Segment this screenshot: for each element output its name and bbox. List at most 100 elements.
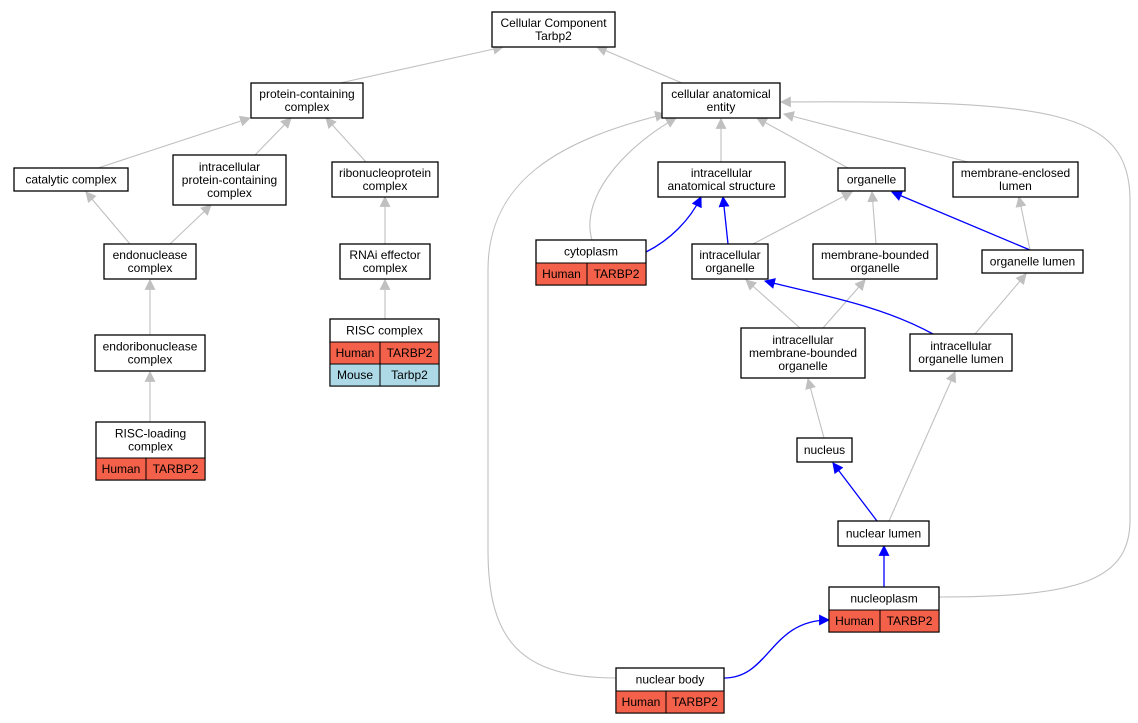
node-label-line: intracellular	[199, 160, 260, 174]
gene-label: Tarbp2	[391, 368, 428, 382]
gene-cell	[379, 363, 440, 387]
edge-nlumen-to-nucleus	[832, 462, 878, 522]
node-label-line: catalytic complex	[25, 173, 116, 187]
edge-ipcc-to-pcc	[254, 117, 292, 156]
edge-nucleus-to-imbo	[805, 377, 825, 439]
edge-cytoplasm-to-ias	[645, 196, 702, 253]
node-label-line: lumen	[999, 179, 1032, 193]
node-label-line: nucleoplasm	[850, 592, 917, 606]
gene-cell	[665, 690, 725, 714]
node-label-line: Cellular Component	[500, 16, 607, 30]
edge-imbo-to-iorg	[745, 279, 801, 329]
node-nucleus[interactable]: nucleus	[796, 437, 853, 463]
node-label-line: endonuclease	[113, 248, 188, 262]
node-olumen[interactable]: organelle lumen	[981, 249, 1084, 274]
gene-cell	[145, 457, 206, 481]
node-box	[661, 82, 781, 119]
gene-cell	[586, 262, 647, 286]
gene-cell	[879, 609, 940, 633]
node-label-line: RISC-loading	[115, 427, 186, 441]
node-label-line: complex	[128, 353, 173, 367]
node-label-line: RNAi effector	[349, 248, 420, 262]
node-label-line: anatomical structure	[667, 179, 775, 193]
node-label-line: membrane-enclosed	[961, 166, 1070, 180]
edge-organelle-to-cae	[756, 117, 849, 169]
edge-olumen-to-mel	[1015, 195, 1031, 251]
node-label-line: organelle lumen	[918, 352, 1003, 366]
node-label-line: complex	[128, 261, 173, 275]
node-nlumen[interactable]: nuclear lumen	[837, 520, 930, 547]
node-label-line: RISC complex	[346, 324, 423, 338]
node-box	[909, 333, 1013, 372]
gene-label: TARBP2	[153, 462, 199, 476]
node-label-line: complex	[128, 440, 173, 454]
node-box	[691, 243, 769, 280]
node-label-line: cellular anatomical	[671, 87, 770, 101]
node-box	[796, 437, 853, 463]
nodes-layer: Cellular ComponentTarbp2protein-containi…	[13, 11, 1084, 714]
node-label-line: complex	[363, 179, 408, 193]
gene-label: TARBP2	[594, 267, 640, 281]
node-box	[657, 161, 786, 198]
species-label: Human	[336, 346, 375, 360]
edge-pcc-to-root	[339, 43, 505, 84]
node-label-line: organelle lumen	[990, 255, 1075, 269]
node-box	[812, 243, 938, 280]
node-box	[250, 82, 364, 119]
species-label: Human	[542, 267, 581, 281]
edge-cae-to-root	[595, 45, 683, 84]
node-label-line: membrane-bounded	[821, 248, 929, 262]
node-box	[339, 243, 431, 280]
edges-layer	[85, 43, 1131, 679]
node-label-line: complex	[363, 261, 408, 275]
node-box	[837, 167, 906, 192]
node-box	[331, 161, 439, 198]
node-box	[952, 161, 1079, 198]
node-box	[103, 243, 197, 280]
node-label-line: organelle	[850, 261, 900, 275]
node-label-line: nuclear body	[636, 673, 705, 687]
edge-rnp-to-pcc	[325, 117, 367, 163]
species-label: Mouse	[337, 368, 373, 382]
edge-iol-to-olumen	[974, 273, 1027, 335]
node-label-line: intracellular	[691, 166, 752, 180]
node-box	[172, 154, 287, 206]
edge-imbo-to-mbo	[822, 279, 866, 329]
node-label-line: entity	[707, 100, 736, 114]
node-label-line: organelle	[705, 261, 755, 275]
edge-mel-to-cae	[782, 111, 969, 163]
node-organelle[interactable]: organelle	[837, 167, 906, 192]
node-label-line: cytoplasm	[564, 245, 618, 259]
node-box	[981, 249, 1084, 274]
edge-catalytic-to-pcc	[97, 115, 252, 169]
edge-endonuc-to-catalytic	[85, 191, 131, 245]
gene-label: TARBP2	[387, 346, 433, 360]
node-label-line: intracellular	[772, 333, 833, 347]
edge-iol-to-iorg	[763, 278, 934, 335]
species-label: Human	[622, 695, 661, 709]
edge-iorg-to-ias	[718, 195, 730, 245]
node-box	[491, 11, 616, 48]
node-label-line: nucleus	[804, 443, 845, 457]
node-catalytic[interactable]: catalytic complex	[13, 167, 129, 192]
